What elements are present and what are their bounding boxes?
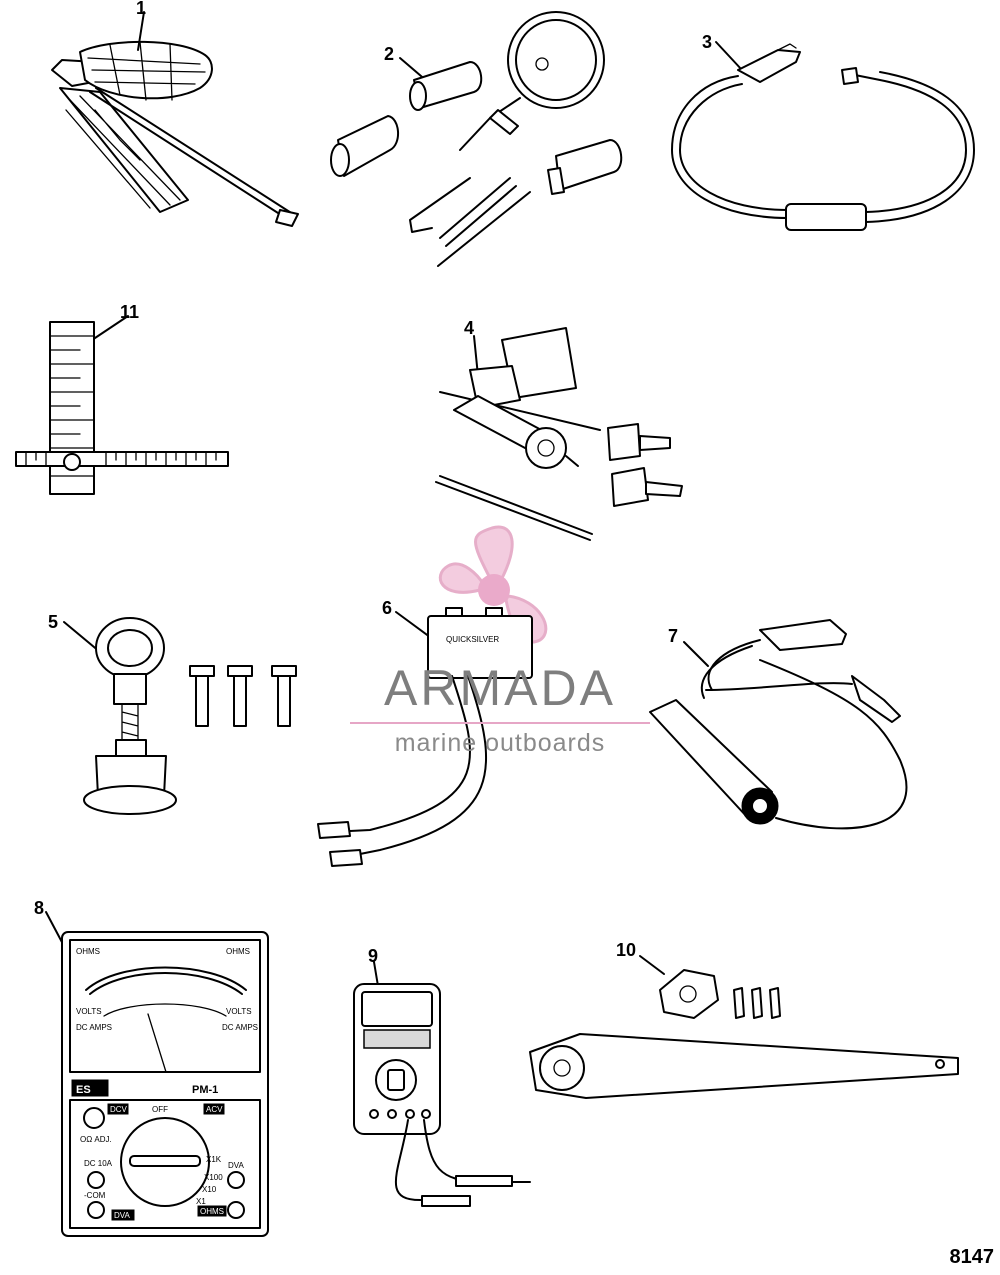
- tool-6-drawing: QUICKSILVER: [317, 607, 533, 867]
- callout-5: 5: [48, 612, 58, 632]
- tool-7-drawing: [649, 619, 908, 830]
- meter-x10: X10: [202, 1185, 217, 1194]
- watermark-subtitle: marine outboards: [394, 729, 606, 757]
- meter-model: PM-1: [192, 1084, 218, 1096]
- callout-9: 9: [368, 946, 378, 966]
- analyzer-brand: QUICKSILVER: [446, 635, 499, 644]
- tool-1-drawing: [51, 11, 299, 227]
- meter-volts-left: VOLTS: [76, 1007, 102, 1016]
- watermark-propeller-icon: [438, 525, 548, 644]
- meter-brand: ES: [76, 1084, 91, 1096]
- tool-2-drawing: [330, 11, 623, 267]
- callout-8: 8: [34, 898, 44, 918]
- meter-adj: OΩ ADJ.: [80, 1135, 112, 1144]
- callout-6: 6: [382, 598, 392, 618]
- watermark-divider: [350, 722, 650, 724]
- tool-8-multimeter: OHMS OHMS VOLTS VOLTS DC AMPS DC AMPS ES…: [45, 911, 269, 1237]
- tool-10-drawing: [529, 955, 959, 1099]
- meter-x1k: X1K: [206, 1155, 222, 1164]
- meter-dcamps-left: DC AMPS: [76, 1023, 112, 1032]
- meter-x100: X100: [204, 1173, 223, 1182]
- callout-7: 7: [668, 626, 678, 646]
- meter-dc10a: DC 10A: [84, 1159, 113, 1168]
- callout-3: 3: [702, 32, 712, 52]
- watermark-word: ARMADA: [384, 660, 616, 716]
- tool-4-drawing: [435, 327, 683, 541]
- meter-x1: X1: [196, 1197, 206, 1206]
- callout-10: 10: [616, 940, 636, 960]
- meter-off: OFF: [152, 1105, 168, 1114]
- meter-dva-left: DVA: [114, 1211, 131, 1220]
- tool-3-drawing: [671, 41, 975, 231]
- tool-5-drawing: [63, 617, 297, 815]
- meter-dcamps-right: DC AMPS: [222, 1023, 258, 1032]
- tool-9-multimeter: [353, 961, 531, 1207]
- meter-acv: ACV: [206, 1105, 223, 1114]
- meter-ohms-left: OHMS: [76, 947, 100, 956]
- meter-com: -COM: [84, 1191, 106, 1200]
- callout-11: 11: [120, 302, 139, 322]
- callout-2: 2: [384, 44, 394, 64]
- callout-4: 4: [464, 318, 474, 338]
- tool-11-drawing: [15, 315, 229, 495]
- meter-ohms-right: OHMS: [226, 947, 250, 956]
- callout-1: 1: [136, 0, 146, 18]
- figure-number: 8147: [949, 1246, 995, 1268]
- meter-dcv: DCV: [110, 1105, 128, 1114]
- meter-dva-right: DVA: [228, 1161, 245, 1170]
- meter-ohms-range: OHMS: [200, 1207, 224, 1216]
- meter-volts-right: VOLTS: [226, 1007, 252, 1016]
